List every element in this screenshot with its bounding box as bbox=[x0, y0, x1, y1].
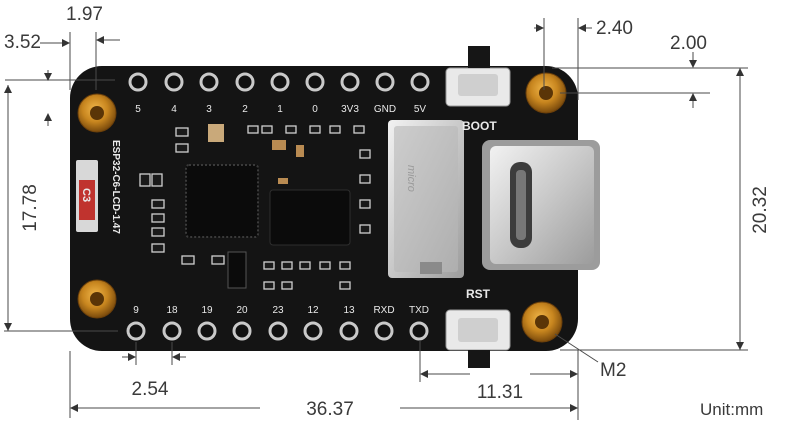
usb-c-connector bbox=[482, 140, 600, 270]
bottom-pin-labels: 9 18 19 20 23 12 13 RXD TXD bbox=[133, 305, 429, 316]
chip-badge: C3 bbox=[76, 160, 98, 232]
model-label: ESP32-C6-LCD-1.47 bbox=[110, 140, 121, 234]
smd-components bbox=[139, 124, 371, 290]
dim-11-31: 11.31 bbox=[477, 382, 523, 403]
pin-label: 2 bbox=[242, 104, 248, 115]
pin-label: 13 bbox=[343, 305, 355, 316]
chip-badge-label: C3 bbox=[80, 188, 92, 202]
microsd-label: micro bbox=[405, 165, 417, 192]
pin-label: 19 bbox=[201, 305, 213, 316]
voltage-regulator bbox=[227, 251, 247, 289]
dim-20-32: 20.32 bbox=[750, 186, 771, 234]
bottom-header-pads bbox=[126, 321, 429, 341]
pin-label: 3V3 bbox=[341, 104, 359, 115]
dim-2-40: 2.40 bbox=[596, 18, 633, 39]
rst-label: RST bbox=[466, 287, 491, 301]
dim-1-97: 1.97 bbox=[66, 4, 103, 25]
pin-label: 1 bbox=[277, 104, 283, 115]
dim-36-37: 36.37 bbox=[306, 399, 354, 420]
pin-label: 4 bbox=[171, 104, 177, 115]
dimension-lines bbox=[4, 18, 748, 420]
pin-label: 23 bbox=[272, 305, 284, 316]
boot-button bbox=[445, 46, 511, 107]
main-chip bbox=[185, 164, 259, 238]
secondary-chip bbox=[269, 189, 351, 246]
pin-label: 9 bbox=[133, 305, 139, 316]
top-pin-labels: 5 4 3 2 1 0 3V3 GND 5V bbox=[135, 104, 426, 115]
hole-size-label: M2 bbox=[600, 360, 626, 381]
unit-label: Unit:mm bbox=[700, 400, 763, 419]
dim-3-52: 3.52 bbox=[4, 32, 41, 53]
dim-2-54: 2.54 bbox=[132, 379, 169, 400]
dim-2-00: 2.00 bbox=[670, 33, 707, 54]
pin-label: 18 bbox=[166, 305, 178, 316]
pin-label: 0 bbox=[312, 104, 318, 115]
pin-label: RXD bbox=[373, 305, 394, 316]
rst-button bbox=[445, 309, 511, 368]
microsd-slot: micro bbox=[388, 120, 464, 278]
mounting-holes bbox=[77, 72, 567, 343]
dim-17-78: 17.78 bbox=[20, 184, 41, 232]
pin-label: GND bbox=[374, 104, 396, 115]
pin-label: 3 bbox=[206, 104, 212, 115]
pin-label: TXD bbox=[409, 305, 429, 316]
pin-label: 20 bbox=[236, 305, 248, 316]
pin-label: 12 bbox=[307, 305, 319, 316]
pin-label: 5V bbox=[414, 104, 427, 115]
dimension-labels: 3.52 1.97 2.40 2.00 17.78 20.32 2.54 11.… bbox=[4, 4, 771, 420]
top-header-pads bbox=[128, 72, 430, 92]
pin-label: 5 bbox=[135, 104, 141, 115]
boot-label: BOOT bbox=[462, 119, 497, 133]
